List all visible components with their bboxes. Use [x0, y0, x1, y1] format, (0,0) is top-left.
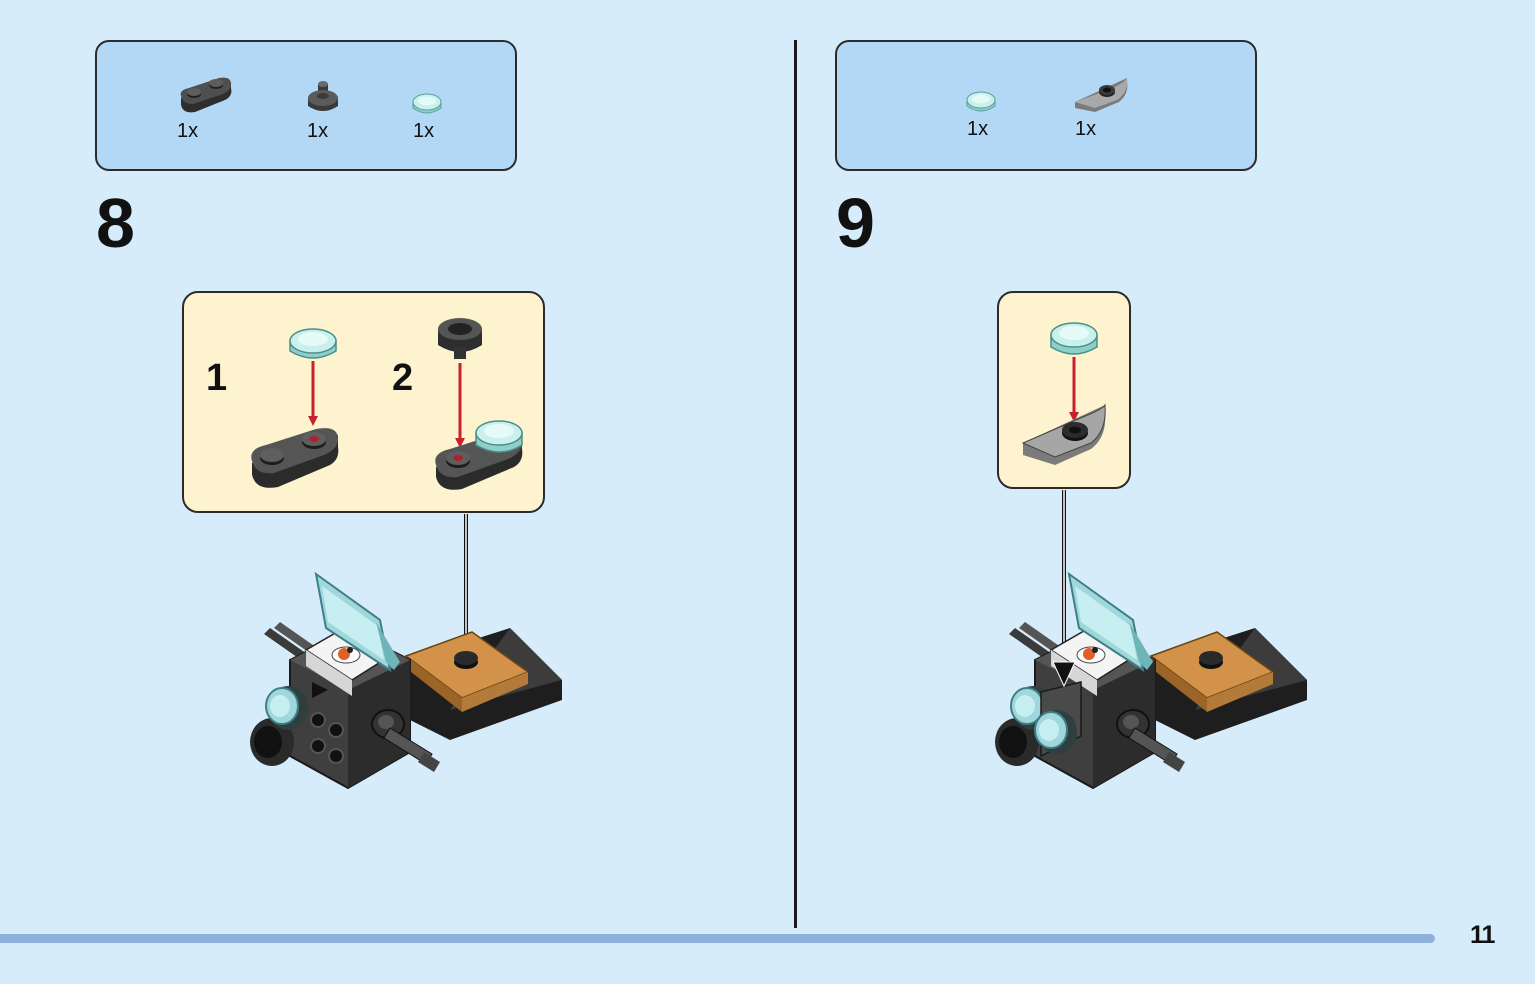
parts-list-step-8: 1x 1x 1x: [95, 40, 517, 171]
trans-light-blue-round-tile-icon: [1050, 322, 1098, 355]
dark-gray-plate-1x2-rounded-icon: [251, 428, 339, 488]
page-number: 11: [1470, 921, 1495, 949]
part-item: 1x: [175, 72, 245, 152]
trans-light-blue-round-tile-icon: [289, 328, 337, 359]
vehicle-model-step-8: [250, 514, 562, 790]
trans-light-blue-round-tile-icon: [966, 91, 996, 112]
sub-assembly-callout-step-8: 1 2: [182, 291, 545, 513]
part-item: 1x: [411, 72, 481, 152]
parts-list-step-9: 1x 1x: [835, 40, 1257, 171]
sub-assembly-callout-step-9: [997, 291, 1131, 489]
substep-number: 1: [206, 357, 228, 399]
dark-gray-round-plate-bar-icon: [438, 318, 482, 359]
part-quantity: 1x: [307, 120, 329, 142]
footer-progress-bar: [0, 934, 1435, 943]
callout-illustration: [1021, 322, 1106, 465]
part-quantity: 1x: [177, 120, 199, 142]
part-quantity: 1x: [1075, 118, 1097, 140]
page-divider: [794, 40, 797, 928]
light-gray-wedge-plate-icon: [1075, 78, 1128, 112]
callout-illustration: [251, 318, 523, 490]
part-item: 1x: [305, 72, 375, 152]
step-number: 9: [836, 184, 875, 262]
dark-gray-plate-1x2-rounded-icon: [180, 77, 232, 113]
dark-gray-round-plate-bar-icon: [308, 81, 338, 111]
step-number: 8: [96, 184, 135, 262]
part-quantity: 1x: [967, 118, 989, 140]
light-gray-wedge-plate-icon: [1021, 403, 1106, 465]
trans-light-blue-round-tile-icon: [475, 420, 523, 453]
substep-number: 2: [392, 357, 414, 399]
part-quantity: 1x: [413, 120, 435, 142]
vehicle-model-step-9: [995, 490, 1307, 790]
part-item: 1x: [1073, 72, 1143, 152]
part-item: 1x: [965, 72, 1035, 152]
trans-light-blue-round-tile-icon: [412, 93, 442, 114]
